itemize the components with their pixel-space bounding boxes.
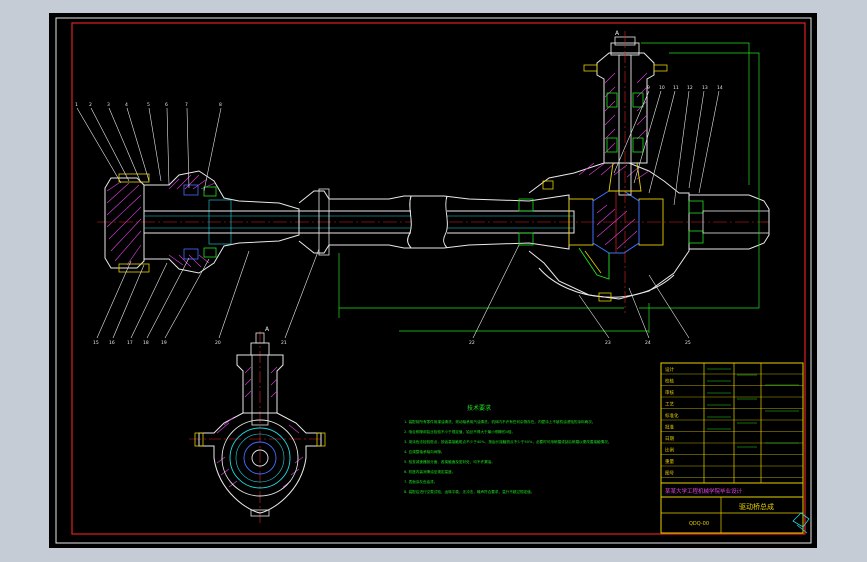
drawing-frame: [71, 22, 806, 535]
notes-line: 3. 用涂色法检验斑点，按齿高接触斑点不少于40%，按齿长接触斑点不少于50%，…: [404, 439, 611, 444]
front-section-view: [97, 31, 770, 313]
callout-leaders: [76, 90, 720, 339]
notes-line: 4. 应调整轴承轴向间隙。: [404, 449, 445, 454]
title-block-row-label: 日期: [665, 436, 674, 442]
callout-number: 3: [107, 102, 110, 108]
callout-number: 15: [93, 340, 99, 346]
callout-number: 5: [147, 102, 150, 108]
callout-number: 11: [673, 85, 679, 91]
notes-line: 8. 装配后进行空载试验，运转平稳，无冲击，噪声符合要求，温升不超过规定值。: [404, 489, 534, 494]
title-block-row-label: 设计: [665, 366, 674, 373]
callout-number: 4: [125, 102, 128, 108]
callout-number: 9: [647, 85, 650, 91]
callout-number: 25: [685, 340, 691, 346]
corner-stamp: [792, 512, 810, 534]
svg-text:A: A: [615, 30, 620, 37]
side-section-view: [189, 331, 326, 523]
callout-number: 10: [659, 85, 665, 91]
sheet-border: [55, 17, 812, 544]
callout-number: 14: [717, 85, 723, 91]
title-block-part-code: QDQ-00: [689, 521, 709, 527]
callout-number: 20: [215, 340, 221, 346]
callout-number: 17: [127, 340, 133, 346]
notes-line: 2. 啮合侧隙用铅丝检验不小于规定值，铅丝不得大于最小侧隙的4倍。: [404, 429, 515, 434]
callout-number: 19: [161, 340, 167, 346]
callout-number: 6: [165, 102, 168, 108]
title-block-school: 某某大学工程机械学院毕业设计: [665, 487, 743, 495]
title-block-row-label: 重量: [665, 458, 674, 465]
title-block-row-label: 校核: [665, 378, 674, 385]
title-block-row-label: 审核: [665, 389, 674, 396]
title-block-row-label: 标准化: [665, 412, 679, 419]
notes-line: 5. 检查减速器剖分面、各接触面及密封处，均不许漏油。: [404, 459, 495, 464]
callout-number: 13: [702, 85, 708, 91]
notes-line: 6. 机座内装润滑油至规定高度。: [404, 469, 455, 474]
callout-number: 16: [109, 340, 115, 346]
title-block-row-label: 比例: [665, 447, 674, 454]
callout-number: 24: [645, 340, 651, 346]
title-block-row-label: 图号: [665, 471, 674, 477]
title-block-drawing-name: 驱动桥总成: [739, 502, 774, 511]
dimension-lines: [338, 42, 760, 333]
callout-number: 2: [89, 102, 92, 108]
callout-number: 18: [143, 340, 149, 346]
cad-drawing: 1234567891011121314151617181920212223242…: [55, 17, 812, 544]
notes-line: 1. 装配前所有零件用煤油清洗，滚动轴承用汽油清洗，机体内不许有任何杂物存在。内…: [404, 419, 595, 424]
callout-number: 7: [185, 102, 188, 108]
notes-line: 7. 表面涂灰色油漆。: [404, 479, 437, 484]
title-block-row-label: 批准: [665, 424, 674, 431]
technical-notes: 技术要求 1. 装配前所有零件用煤油清洗，滚动轴承用汽油清洗，机体内不许有任何杂…: [404, 404, 611, 494]
callout-number: 23: [605, 340, 611, 346]
callout-number: 8: [219, 102, 222, 108]
callout-number: 1: [75, 102, 78, 108]
svg-text:A: A: [265, 326, 270, 333]
callout-number: 22: [469, 340, 475, 346]
callout-number: 12: [687, 85, 693, 91]
callout-number: 21: [281, 340, 287, 346]
title-block-row-label: 工艺: [665, 402, 674, 408]
notes-title: 技术要求: [467, 404, 491, 412]
